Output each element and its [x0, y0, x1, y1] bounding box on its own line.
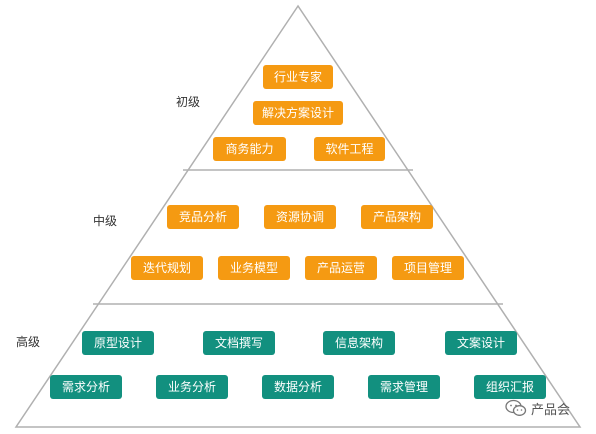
skill-tag-requirement-analysis: 需求分析 [50, 375, 122, 399]
skill-tag-data-analysis: 数据分析 [262, 375, 334, 399]
skill-tag-product-operation: 产品运营 [305, 256, 377, 280]
skill-tag-requirement-management: 需求管理 [368, 375, 440, 399]
skill-tag-prototype-design: 原型设计 [82, 331, 154, 355]
pyramid-triangle [14, 4, 582, 428]
skill-tag-document-writing: 文档撰写 [203, 331, 275, 355]
skill-tag-organization-reporting: 组织汇报 [474, 375, 546, 399]
skill-tag-software-engineering: 软件工程 [314, 137, 385, 161]
watermark: 产品会 [505, 398, 570, 418]
skill-tag-copy-design: 文案设计 [445, 331, 517, 355]
skill-tag-industry-expert: 行业专家 [263, 65, 333, 89]
skill-tag-iteration-planning: 迭代规划 [131, 256, 203, 280]
skill-tag-project-management: 项目管理 [392, 256, 464, 280]
tier-label-primary: 初级 [176, 95, 201, 109]
skill-tag-information-architecture: 信息架构 [323, 331, 395, 355]
skill-tag-business-analysis: 业务分析 [156, 375, 228, 399]
watermark-text: 产品会 [531, 402, 571, 418]
tier-label-intermediate: 中级 [93, 214, 118, 228]
skill-tag-business-model: 业务模型 [218, 256, 290, 280]
skill-tag-resource-coordination: 资源协调 [264, 205, 336, 229]
tier-label-advanced: 高级 [16, 335, 41, 349]
skill-tag-business-ability: 商务能力 [213, 137, 286, 161]
skill-tag-competitor-analysis: 竞品分析 [167, 205, 239, 229]
wechat-icon [505, 399, 527, 416]
skill-tag-product-architecture: 产品架构 [361, 205, 433, 229]
skill-tag-solution-design: 解决方案设计 [253, 101, 343, 125]
